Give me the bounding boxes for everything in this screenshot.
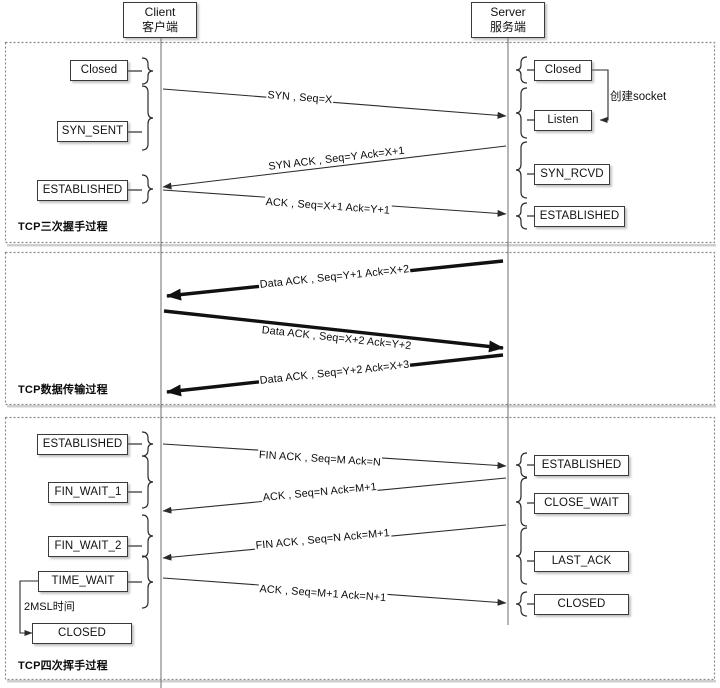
state-box-client-closed-2: CLOSED: [32, 623, 132, 644]
client-brace-group-1: [128, 57, 154, 204]
state-box-client-closed: Closed: [70, 60, 128, 81]
state-box-server-established-1: ESTABLISHED: [534, 206, 625, 227]
state-box-client-fin-wait-1: FIN_WAIT_1: [48, 482, 128, 503]
server-brace-group-1: [515, 56, 538, 230]
msg-line-data2: [163, 309, 504, 353]
section-frame-teardown: [4, 416, 716, 683]
state-box-server-established-2: ESTABLISHED: [534, 455, 629, 476]
client-header-box: Client 客户端: [123, 2, 197, 38]
server-header-zh: 服务端: [489, 20, 526, 34]
state-box-server-listen: Listen: [534, 110, 592, 131]
state-box-client-syn-sent: SYN_SENT: [57, 121, 128, 142]
msl-connector: [19, 580, 38, 636]
state-box-server-syn-rcvd: SYN_RCVD: [534, 164, 610, 185]
section-caption-datatransfer: TCP数据传输过程: [18, 384, 108, 396]
state-box-server-closed-2: CLOSED: [534, 594, 629, 615]
server-header-en: Server: [490, 5, 526, 19]
section-caption-handshake: TCP三次握手过程: [18, 221, 108, 233]
section-frame-handshake: [4, 41, 716, 247]
state-box-server-close-wait: CLOSE_WAIT: [534, 493, 629, 514]
server-brace-group-3: [515, 452, 538, 617]
client-header-zh: 客户端: [141, 20, 178, 34]
state-box-client-time-wait: TIME_WAIT: [38, 571, 128, 592]
client-header-en: Client: [144, 5, 176, 19]
server-header-box: Server 服务端: [471, 2, 545, 38]
msg-line-syn: [162, 88, 507, 119]
section-frame-datatransfer: [4, 251, 716, 408]
create-socket-connector: [592, 69, 609, 123]
state-box-client-fin-wait-2: FIN_WAIT_2: [48, 536, 128, 557]
state-box-server-last-ack: LAST_ACK: [534, 551, 629, 572]
create-socket-label: 创建socket: [610, 91, 667, 103]
client-brace-group-3: [128, 431, 154, 609]
section-caption-teardown: TCP四次挥手过程: [18, 660, 108, 672]
state-box-server-closed: Closed: [534, 60, 592, 81]
msl-time-label: 2MSL时间: [24, 601, 75, 613]
state-box-client-established-2: ESTABLISHED: [37, 434, 128, 455]
msg-line-synack: [162, 145, 507, 190]
state-box-client-established-1: ESTABLISHED: [37, 180, 128, 201]
